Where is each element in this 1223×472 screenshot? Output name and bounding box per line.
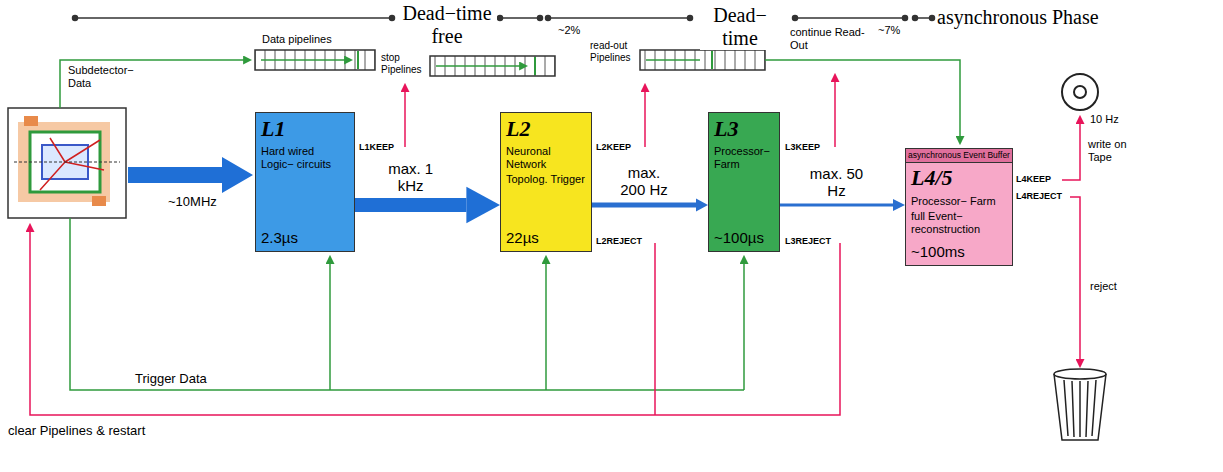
trigger-signal: L4REJECT xyxy=(1016,191,1068,201)
data-pipeline xyxy=(640,50,765,70)
latency-value: ~100µs xyxy=(714,225,764,246)
phase-heading: Dead−time free xyxy=(397,2,497,48)
arrow-head xyxy=(893,199,905,211)
deadtime-percent: ~2% xyxy=(558,24,598,37)
signal-label: stop Pipelines xyxy=(381,52,429,75)
trigger-signal: L2KEEP xyxy=(596,142,642,152)
trash-can xyxy=(1054,369,1106,440)
trigger-signal: L3KEEP xyxy=(785,142,833,152)
arrow-head xyxy=(696,199,708,212)
readout-line xyxy=(765,60,960,137)
trigger-level-box: L3Processor− Farm ~100µs xyxy=(708,112,780,252)
arrow-shaft xyxy=(780,204,893,207)
arrow-shaft xyxy=(592,203,696,208)
rate-arrow xyxy=(128,157,253,193)
trigger-level-box: L1Hard wired Logic− circuits 2.3µs xyxy=(255,112,355,252)
phase-heading: asynchronous Phase xyxy=(937,6,1177,29)
signal-label: Trigger Data xyxy=(135,372,245,387)
trigger-level-box: L2Neuronal NetworkTopolog. Trigger 22µs xyxy=(500,112,592,252)
phase-timeline xyxy=(73,16,935,21)
rate-label: 10 Hz xyxy=(1090,113,1140,126)
arrow-head xyxy=(466,187,500,223)
level-title: L3 xyxy=(714,117,738,141)
box-description: Processor− Farm xyxy=(911,195,996,208)
data-pipeline xyxy=(255,50,375,70)
latency-value: 22µs xyxy=(506,225,539,246)
subdetector-data-line xyxy=(60,60,244,108)
signal-label: continue Read-Out xyxy=(790,26,865,51)
box-description: full Event− reconstruction xyxy=(911,210,1007,235)
phase-heading: Dead− time xyxy=(700,4,780,50)
data-pipeline xyxy=(430,56,555,76)
trigger-signal: L2REJECT xyxy=(596,236,652,246)
box-description: Topolog. Trigger xyxy=(506,173,585,186)
trigger-signal: L4KEEP xyxy=(1016,174,1060,184)
rate-label: ~10MHz xyxy=(168,195,238,210)
signal-label: reject xyxy=(1090,280,1140,293)
rate-limit-label: max. 200 Hz xyxy=(613,164,675,199)
box-description: Neuronal Network xyxy=(506,145,586,170)
buffer-heading: asynchronous Event Buffer xyxy=(906,149,1012,163)
deadtime-percent: ~7% xyxy=(878,24,918,37)
trigger-data-line xyxy=(70,218,744,390)
tape-reel xyxy=(1062,74,1098,110)
level-title: L2 xyxy=(506,117,530,141)
arrow-shaft xyxy=(355,198,466,212)
signal-label: Data pipelines xyxy=(262,33,372,46)
latency-value: ~100ms xyxy=(911,239,965,260)
level-title: L4/5 xyxy=(911,166,953,190)
rate-arrow xyxy=(780,199,905,211)
rate-arrow xyxy=(592,199,708,212)
level-title: L1 xyxy=(261,117,285,141)
latency-value: 2.3µs xyxy=(261,225,298,246)
signal-label: clear Pipelines & restart xyxy=(8,424,228,439)
rate-limit-label: max. 50 Hz xyxy=(806,165,868,200)
box-description: Hard wired Logic− circuits xyxy=(261,145,349,170)
trigger-signal: L1KEEP xyxy=(359,142,403,152)
signal-label: write on Tape xyxy=(1088,138,1140,163)
trigger-signal: L3REJECT xyxy=(785,236,837,246)
detector-illustration xyxy=(8,108,126,218)
processor-farm-box: asynchronous Event BufferL4/5Processor− … xyxy=(905,148,1013,266)
signal-label: read-out Pipelines xyxy=(590,40,646,63)
signal-label: Subdetector− Data xyxy=(68,64,150,89)
box-description: Processor− Farm xyxy=(714,145,774,170)
rate-limit-label: max. 1 kHz xyxy=(380,160,442,195)
